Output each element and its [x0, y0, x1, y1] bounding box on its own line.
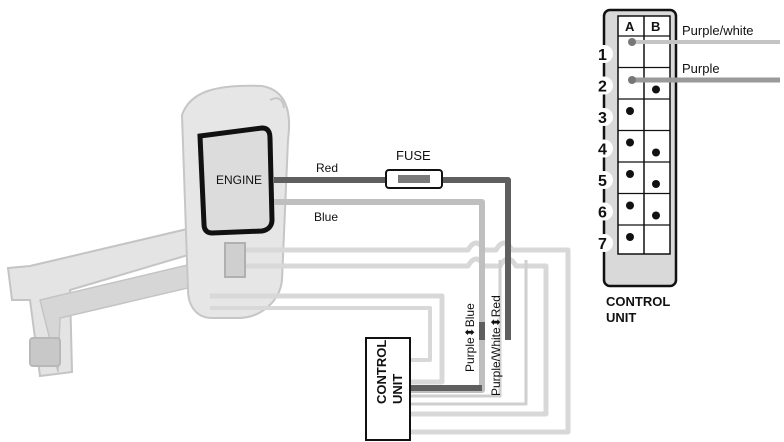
control-unit-line-2: UNIT: [390, 374, 405, 404]
wire-red: [274, 177, 511, 322]
cowling-tab: [269, 97, 285, 109]
pin-grid: [618, 35, 670, 241]
pin-a-4: [626, 138, 634, 147]
pin-b-4: [652, 148, 660, 157]
pin-a-7: [626, 233, 634, 241]
pin-a-6: [626, 201, 634, 210]
engine-block: [197, 125, 275, 236]
motor-connector: [224, 242, 246, 278]
row-label-5: 5: [598, 173, 607, 190]
wire-thin-2: [408, 260, 528, 406]
column-b-label: B: [651, 19, 660, 34]
pin-b-2: [652, 85, 660, 94]
control-unit-box: CONTROL UNIT: [365, 337, 411, 441]
wire-blue-label: Blue: [314, 210, 338, 224]
row-label-bg: [595, 108, 613, 126]
pin-b-5: [652, 180, 660, 188]
row-label-6: 6: [598, 205, 607, 222]
column-a-label: A: [625, 19, 635, 34]
wire-motor-lower: [210, 293, 445, 385]
row-label-bg: [595, 45, 613, 63]
control-unit-line-1: CONTROL: [374, 340, 389, 404]
connector-title-line-1: CONTROL: [606, 294, 670, 309]
row-label-bg: [595, 139, 613, 158]
row-label-3: 3: [598, 110, 607, 127]
row-label-bg: [595, 202, 613, 221]
callout-purple-white-label: Purple/white: [682, 23, 754, 38]
row-label-bg: [595, 171, 613, 189]
pin-a-5: [626, 170, 634, 178]
callout-purple-label: Purple: [682, 61, 720, 76]
fuse-element: [398, 175, 430, 183]
light-wires: [210, 240, 571, 435]
pin-a-3: [626, 107, 634, 115]
label-purple-blue: Purple⬍Blue: [463, 303, 477, 372]
row-labels: 1 2 3 4 5 6 7: [595, 45, 613, 253]
row-label-2: 2: [598, 79, 607, 96]
fuse: FUSE: [385, 148, 443, 189]
bracket-foot: [29, 337, 61, 367]
fuse-label: FUSE: [396, 148, 431, 163]
wire-red-label: Red: [316, 161, 338, 175]
row-label-bg: [595, 234, 613, 252]
row-label-bg: [595, 76, 613, 95]
pin-b-6: [652, 211, 660, 220]
engine-label: ENGINE: [216, 173, 262, 187]
outboard-motor: ENGINE: [6, 84, 290, 378]
control-unit-body: [365, 337, 411, 441]
label-purplewhite-red: Purple/White⬍Red: [489, 295, 503, 396]
connector-title-line-2: UNIT: [606, 310, 636, 325]
callout-dot-purple: [628, 76, 636, 84]
wire-purple-white: [246, 240, 571, 435]
row-label-4: 4: [598, 142, 607, 159]
row-label-1: 1: [598, 47, 607, 64]
wire-thin-1: [408, 260, 502, 398]
wire-motor-lower-2: [210, 306, 432, 362]
callout-dot-purple-white: [628, 38, 636, 46]
row-label-7: 7: [598, 236, 607, 253]
